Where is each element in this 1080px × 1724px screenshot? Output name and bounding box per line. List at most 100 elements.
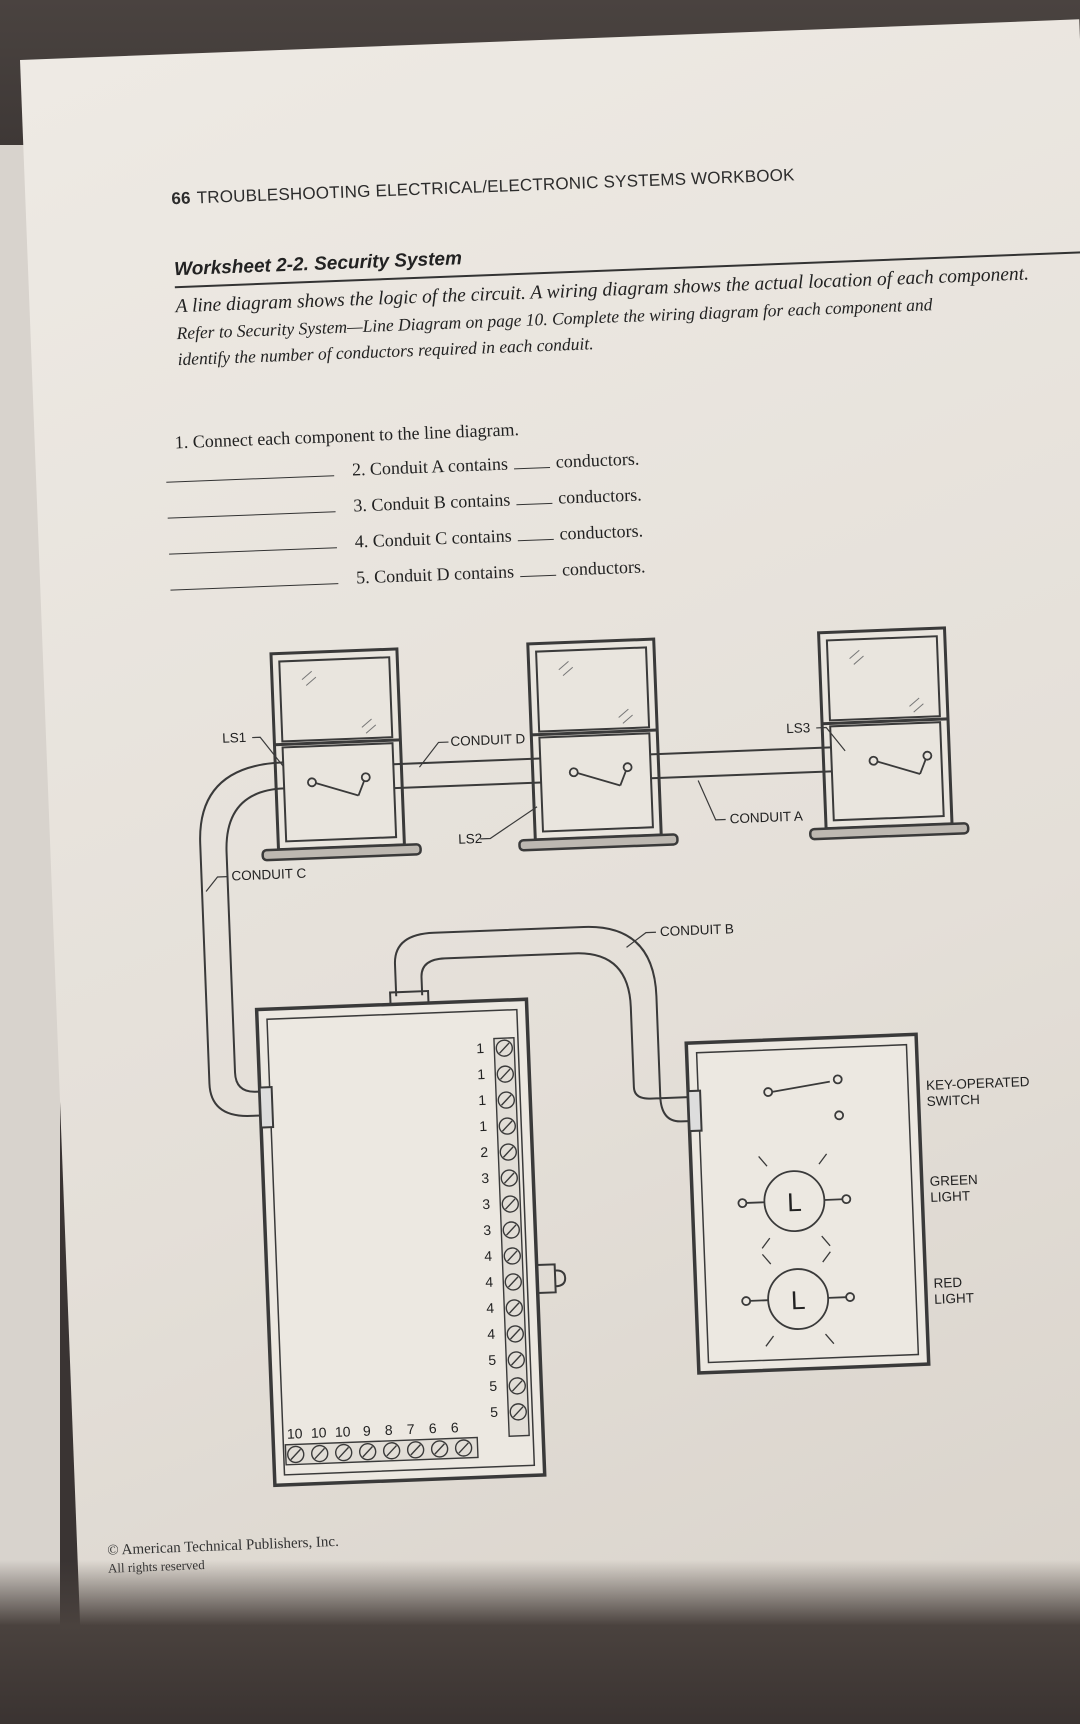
terminal-number: 1	[477, 1066, 486, 1082]
terminal-screw-slot	[498, 1042, 510, 1054]
terminal-numbers-horizontal: 10 10 10 9 8 7 6 6	[287, 1419, 459, 1442]
terminal-number: 5	[489, 1378, 498, 1394]
terminal-screw-slot	[509, 1328, 521, 1340]
terminal-screw[interactable]	[454, 1439, 473, 1457]
diagram-labels: LS1 LS2 LS3 CONDUIT D CONDUIT A CONDUIT …	[222, 720, 1030, 1307]
terminal-screw-slot	[502, 1146, 514, 1158]
terminal-screw-slot	[506, 1250, 518, 1262]
terminal-number: 3	[482, 1196, 491, 1212]
terminal-strip-horizontal	[284, 1436, 479, 1466]
terminal-screw-slot	[510, 1354, 522, 1366]
label-conduit-d: CONDUIT D	[450, 731, 526, 749]
conduit-b	[393, 925, 690, 1123]
label-conduit-b: CONDUIT B	[660, 921, 735, 939]
terminal-screw[interactable]	[287, 1445, 305, 1464]
terminal-numbers-vertical: 1 1 1 1 2 3 3 3 4 4 4 4 5 5 5	[476, 1040, 499, 1420]
terminal-number: 6	[429, 1420, 438, 1436]
red-light-symbol: L	[741, 1251, 855, 1347]
terminal-screw[interactable]	[498, 1117, 516, 1135]
terminal-screw-slot	[508, 1302, 520, 1314]
terminal-number: 6	[451, 1419, 460, 1435]
label-conduit-a: CONDUIT A	[729, 809, 803, 827]
terminal-number: 7	[407, 1421, 416, 1437]
label-conduit-c: CONDUIT C	[231, 866, 307, 884]
terminal-screw-slot	[512, 1406, 524, 1418]
label-ls3: LS3	[786, 720, 811, 736]
terminal-screw[interactable]	[358, 1442, 377, 1461]
control-panel	[254, 997, 567, 1488]
terminal-screw[interactable]	[501, 1195, 519, 1213]
label-ls1: LS1	[222, 730, 247, 746]
terminal-screw[interactable]	[502, 1221, 520, 1239]
terminal-number: 3	[481, 1170, 490, 1186]
terminal-screw[interactable]	[500, 1169, 518, 1187]
terminal-screw[interactable]	[497, 1091, 515, 1109]
terminal-screw-slot	[511, 1380, 523, 1392]
label-green-light: GREEN	[929, 1172, 978, 1189]
limit-switch-ls2	[568, 762, 633, 787]
terminal-screw[interactable]	[508, 1377, 526, 1395]
green-light-symbol: L	[737, 1153, 852, 1249]
terminal-screw-slot	[504, 1198, 516, 1210]
terminal-screw[interactable]	[430, 1440, 449, 1458]
terminal-screw[interactable]	[504, 1273, 522, 1291]
terminal-strip-vertical	[493, 1037, 530, 1437]
terminal-screw-slot	[362, 1446, 373, 1458]
label-red-light: RED	[933, 1275, 962, 1291]
label-key-switch: SWITCH	[926, 1092, 980, 1109]
terminal-screw-slot	[386, 1445, 397, 1457]
terminal-screw[interactable]	[382, 1442, 401, 1460]
terminal-number: 9	[363, 1423, 372, 1439]
conduit-run-top	[393, 746, 832, 790]
terminal-screw[interactable]	[507, 1351, 525, 1369]
terminal-number: 5	[490, 1404, 499, 1420]
table-shadow	[0, 1560, 1080, 1724]
terminal-screw[interactable]	[499, 1143, 517, 1161]
terminal-number: 4	[487, 1326, 496, 1342]
conduit-c	[199, 761, 285, 1117]
device-box	[684, 1032, 931, 1375]
terminal-screw-slot	[501, 1120, 513, 1132]
terminal-number: 10	[311, 1424, 327, 1441]
window-1	[261, 647, 422, 862]
terminal-number: 4	[484, 1248, 493, 1264]
label-ls2: LS2	[458, 831, 483, 847]
lamp-letter: L	[787, 1187, 803, 1218]
terminal-screw[interactable]	[509, 1403, 527, 1421]
terminal-screw-slot	[410, 1444, 421, 1456]
terminal-screw[interactable]	[334, 1443, 353, 1462]
terminal-screw[interactable]	[406, 1441, 425, 1459]
terminal-number: 1	[479, 1118, 488, 1134]
key-switch-symbol	[763, 1074, 845, 1121]
window-2	[518, 637, 679, 852]
terminal-screw[interactable]	[505, 1299, 523, 1317]
limit-switch-ls1	[307, 772, 371, 797]
terminal-number: 10	[335, 1423, 351, 1440]
terminal-number: 4	[485, 1274, 494, 1290]
terminal-screw-slot	[434, 1443, 445, 1455]
terminal-screw[interactable]	[506, 1325, 524, 1343]
terminal-screw-slot	[499, 1068, 511, 1080]
terminal-screw-slot	[505, 1224, 517, 1236]
label-green-light: LIGHT	[930, 1188, 970, 1205]
leader-lines	[205, 726, 846, 948]
terminal-number: 1	[476, 1040, 485, 1056]
terminal-screw[interactable]	[496, 1065, 514, 1083]
lamp-letter: L	[790, 1285, 806, 1316]
terminal-screw-slot	[458, 1442, 469, 1454]
terminal-screw-slot	[314, 1447, 326, 1460]
terminal-screw-slot	[290, 1448, 302, 1461]
window-3	[809, 626, 970, 841]
limit-switch-ls3	[868, 750, 933, 775]
terminal-screw[interactable]	[495, 1039, 513, 1057]
terminal-number: 4	[486, 1300, 495, 1316]
terminal-number: 10	[287, 1425, 303, 1442]
terminal-screw-slot	[507, 1276, 519, 1288]
terminal-screw[interactable]	[311, 1444, 329, 1463]
terminal-screw[interactable]	[503, 1247, 521, 1265]
terminal-number: 5	[488, 1352, 497, 1368]
label-red-light: LIGHT	[934, 1290, 974, 1307]
terminal-screw-slot	[503, 1172, 515, 1184]
terminal-number: 1	[478, 1092, 487, 1108]
